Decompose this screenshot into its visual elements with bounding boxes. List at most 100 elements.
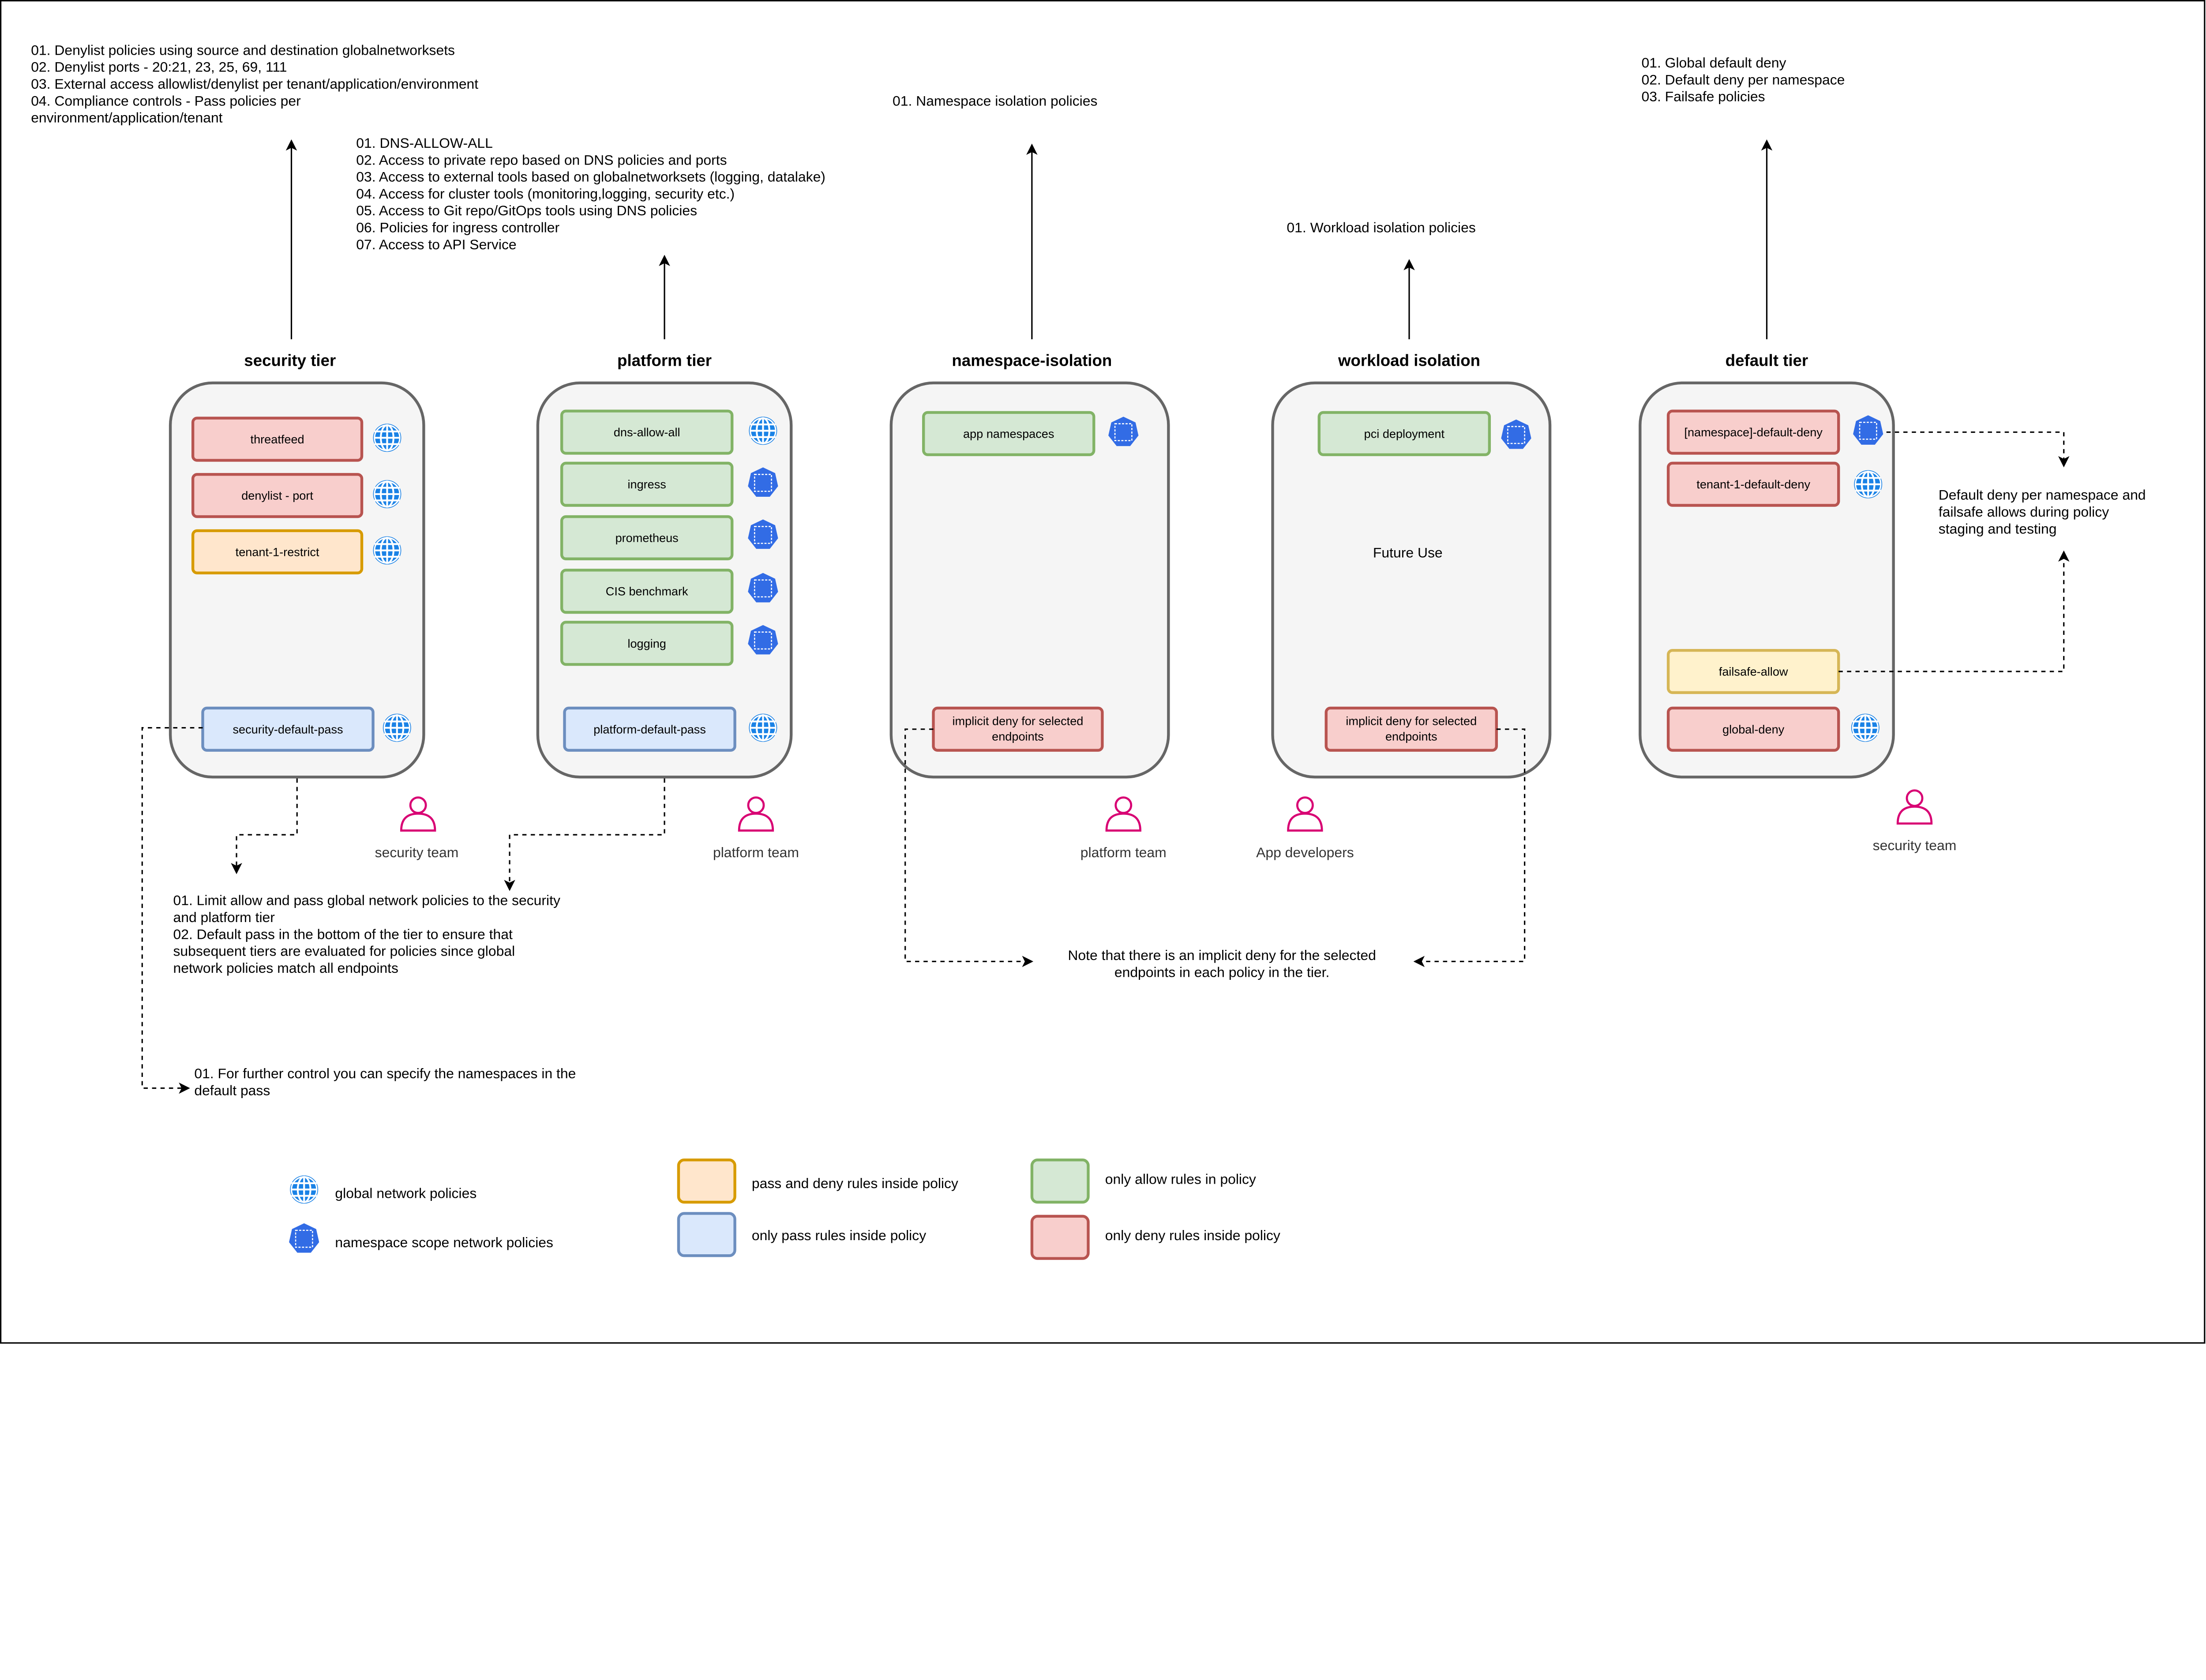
policy-label: app namespaces <box>963 427 1054 440</box>
implicit-deny-note: Note that there is an implicit deny for … <box>1068 947 1376 963</box>
globe-icon <box>1854 470 1883 499</box>
further-control-notes: 01. For further control you can specify … <box>194 1065 576 1081</box>
security-tier-notes: 03. External access allowlist/denylist p… <box>31 76 478 92</box>
namespace-icon <box>748 467 778 497</box>
globe-icon <box>1851 713 1880 742</box>
policy-box[interactable]: CIS benchmark <box>560 569 734 614</box>
namespace-icon <box>748 625 778 655</box>
implicit-deny-note: endpoints in each policy in the tier. <box>1114 964 1330 980</box>
connector <box>904 728 1034 968</box>
policy-label: denylist - port <box>241 489 313 502</box>
policy-box[interactable]: platform-default-pass <box>563 706 736 752</box>
further-control-notes: default pass <box>194 1082 270 1098</box>
policy-label: platform-default-pass <box>593 722 706 736</box>
policy-label: ingress <box>627 477 666 491</box>
security-tier-notes: 04. Compliance controls - Pass policies … <box>31 93 301 109</box>
tier-title: namespace-isolation <box>952 352 1112 370</box>
globe-icon <box>749 416 777 445</box>
connector <box>1886 431 2070 468</box>
policy-label: CIS benchmark <box>606 585 688 598</box>
globe-icon <box>383 713 411 742</box>
policy-label: failsafe-allow <box>1719 665 1788 679</box>
policy-label: tenant-1-default-deny <box>1696 477 1810 491</box>
limit-notes: and platform tier <box>173 909 275 925</box>
connector <box>231 778 298 874</box>
platform-tier-notes: 05. Access to Git repo/GitOps tools usin… <box>356 202 697 218</box>
tier-title: workload isolation <box>1338 352 1480 370</box>
policy-box[interactable]: denylist - port <box>191 473 364 518</box>
policy-box[interactable]: tenant-1-restrict <box>191 529 364 574</box>
namespace-icon <box>1108 416 1139 446</box>
security-tier-notes: 01. Denylist policies using source and d… <box>31 42 455 58</box>
connector <box>1838 550 2070 672</box>
person-icon <box>738 796 774 832</box>
policy-label: endpoints <box>992 729 1044 743</box>
policy-box[interactable]: threatfeed <box>191 416 364 462</box>
person-icon <box>1896 789 1933 825</box>
legend-global-label: global network policies <box>335 1185 476 1201</box>
connector <box>504 778 665 891</box>
policy-box[interactable]: dns-allow-all <box>560 409 734 455</box>
policy-box[interactable]: global-deny <box>1666 706 1840 752</box>
tier-diagram: 01. Denylist policies using source and d… <box>0 0 2206 1344</box>
limit-notes: 02. Default pass in the bottom of the ti… <box>173 926 513 942</box>
legend-swatch-deny <box>1030 1215 1090 1260</box>
policy-box[interactable]: tenant-1-default-deny <box>1666 461 1840 507</box>
limit-notes: subsequent tiers are evaluated for polic… <box>173 943 515 959</box>
staging-note: staging and testing <box>1939 521 2057 536</box>
team-label: security team <box>375 844 459 860</box>
policy-label: prometheus <box>615 531 679 544</box>
legend-pass-label: only pass rules inside policy <box>752 1227 926 1243</box>
workload-notes: 01. Workload isolation policies <box>1287 219 1475 235</box>
policy-box[interactable]: logging <box>560 621 734 666</box>
team-label: App developers <box>1256 844 1354 860</box>
team-label: security team <box>1873 837 1957 853</box>
policy-box[interactable]: pci deployment <box>1317 411 1491 456</box>
legend-allow-label: only allow rules in policy <box>1105 1171 1256 1187</box>
legend-namespace-label: namespace scope network policies <box>335 1234 553 1250</box>
platform-tier-notes: 07. Access to API Service <box>356 236 516 252</box>
policy-box[interactable]: ingress <box>560 461 734 507</box>
namespace-icon <box>748 519 778 549</box>
tier-title: security tier <box>244 352 336 370</box>
policy-box[interactable]: failsafe-allow <box>1666 649 1840 694</box>
staging-note: Default deny per namespace and <box>1939 487 2146 503</box>
limit-notes: 01. Limit allow and pass global network … <box>173 892 560 908</box>
namespace-icon <box>1501 419 1531 449</box>
legend-passdeny-label: pass and deny rules inside policy <box>752 1175 958 1191</box>
policy-box[interactable]: security-default-pass <box>201 706 375 752</box>
platform-tier-notes: 01. DNS-ALLOW-ALL <box>356 135 493 151</box>
default-tier-notes: 01. Global default deny <box>1641 55 1786 71</box>
namespace-icon <box>1853 415 1883 445</box>
policy-box[interactable]: app namespaces <box>922 411 1095 456</box>
policy-label: security-default-pass <box>233 722 343 736</box>
connector <box>1413 728 1526 968</box>
policy-label: logging <box>627 637 666 650</box>
security-tier-notes: 02. Denylist ports - 20:21, 23, 25, 69, … <box>31 59 287 75</box>
policy-box[interactable]: [namespace]-default-deny <box>1666 409 1840 455</box>
globe-icon <box>290 1175 319 1204</box>
policy-box[interactable]: prometheus <box>560 515 734 560</box>
future-use-label: Future Use <box>1373 545 1443 561</box>
legend-swatch-allow <box>1030 1159 1090 1204</box>
limit-notes: network policies match all endpoints <box>173 960 398 976</box>
platform-tier-notes: 06. Policies for ingress controller <box>356 219 559 235</box>
policy-label: pci deployment <box>1364 427 1445 440</box>
legend-swatch-pass <box>677 1212 736 1257</box>
platform-tier-notes: 03. Access to external tools based on gl… <box>356 169 825 185</box>
policy-label: endpoints <box>1385 729 1437 743</box>
globe-icon <box>749 713 777 742</box>
legend-deny-label: only deny rules inside policy <box>1105 1227 1280 1243</box>
security-tier-notes: environment/application/tenant <box>31 110 222 126</box>
policy-label: tenant-1-restrict <box>236 545 319 559</box>
policy-label: threatfeed <box>251 432 304 446</box>
platform-tier-notes: 02. Access to private repo based on DNS … <box>356 152 727 168</box>
person-icon <box>1105 796 1141 832</box>
staging-note: failsafe allows during policy <box>1939 504 2109 520</box>
default-tier-notes: 03. Failsafe policies <box>1641 89 1765 105</box>
tier-title: default tier <box>1726 352 1808 370</box>
namespace-notes: 01. Namespace isolation policies <box>893 93 1097 109</box>
policy-label: dns-allow-all <box>614 425 680 439</box>
